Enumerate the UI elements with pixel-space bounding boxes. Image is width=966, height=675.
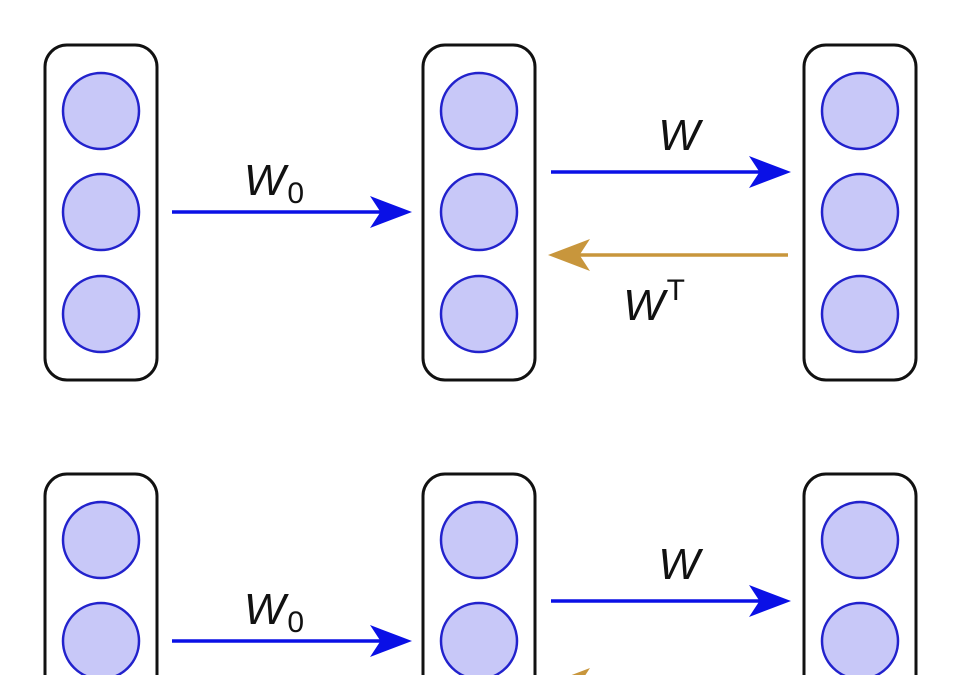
weight-label: W0 [244,156,304,210]
neuron [439,500,519,580]
neuron [439,172,519,252]
weight-label: WT [623,274,685,330]
neuron [439,601,519,675]
arrowhead [370,625,412,657]
panel-bottom: W0 W [43,472,918,675]
forward-arrow: W [551,111,791,188]
neuron [61,172,141,252]
neuron [820,601,900,675]
neuron [439,274,519,354]
panel-top: W0 W WT [43,43,918,382]
backward-arrow: WT [548,239,788,330]
arrowhead [749,156,791,188]
arrowhead [548,239,590,271]
neuron [820,274,900,354]
forward-arrow: W0 [172,585,412,657]
arrowhead [749,585,791,617]
forward-arrow: W0 [172,156,412,228]
backward-arrow [571,668,590,675]
arrowhead [370,196,412,228]
neuron [820,172,900,252]
weight-label: W0 [244,585,304,639]
layer-2 [802,472,918,675]
forward-arrow: W [551,540,791,617]
neuron [61,601,141,675]
neuron [61,71,141,151]
layer-1 [421,472,537,675]
weight-label: W [658,540,703,589]
neuron [820,71,900,151]
neuron [439,71,519,151]
layer-0 [43,43,159,382]
weight-label: W [658,111,703,160]
neuron [820,500,900,580]
neuron [61,274,141,354]
layer-0 [43,472,159,675]
neuron [61,500,141,580]
layer-2 [802,43,918,382]
arrowhead [571,668,590,675]
layer-1 [421,43,537,382]
